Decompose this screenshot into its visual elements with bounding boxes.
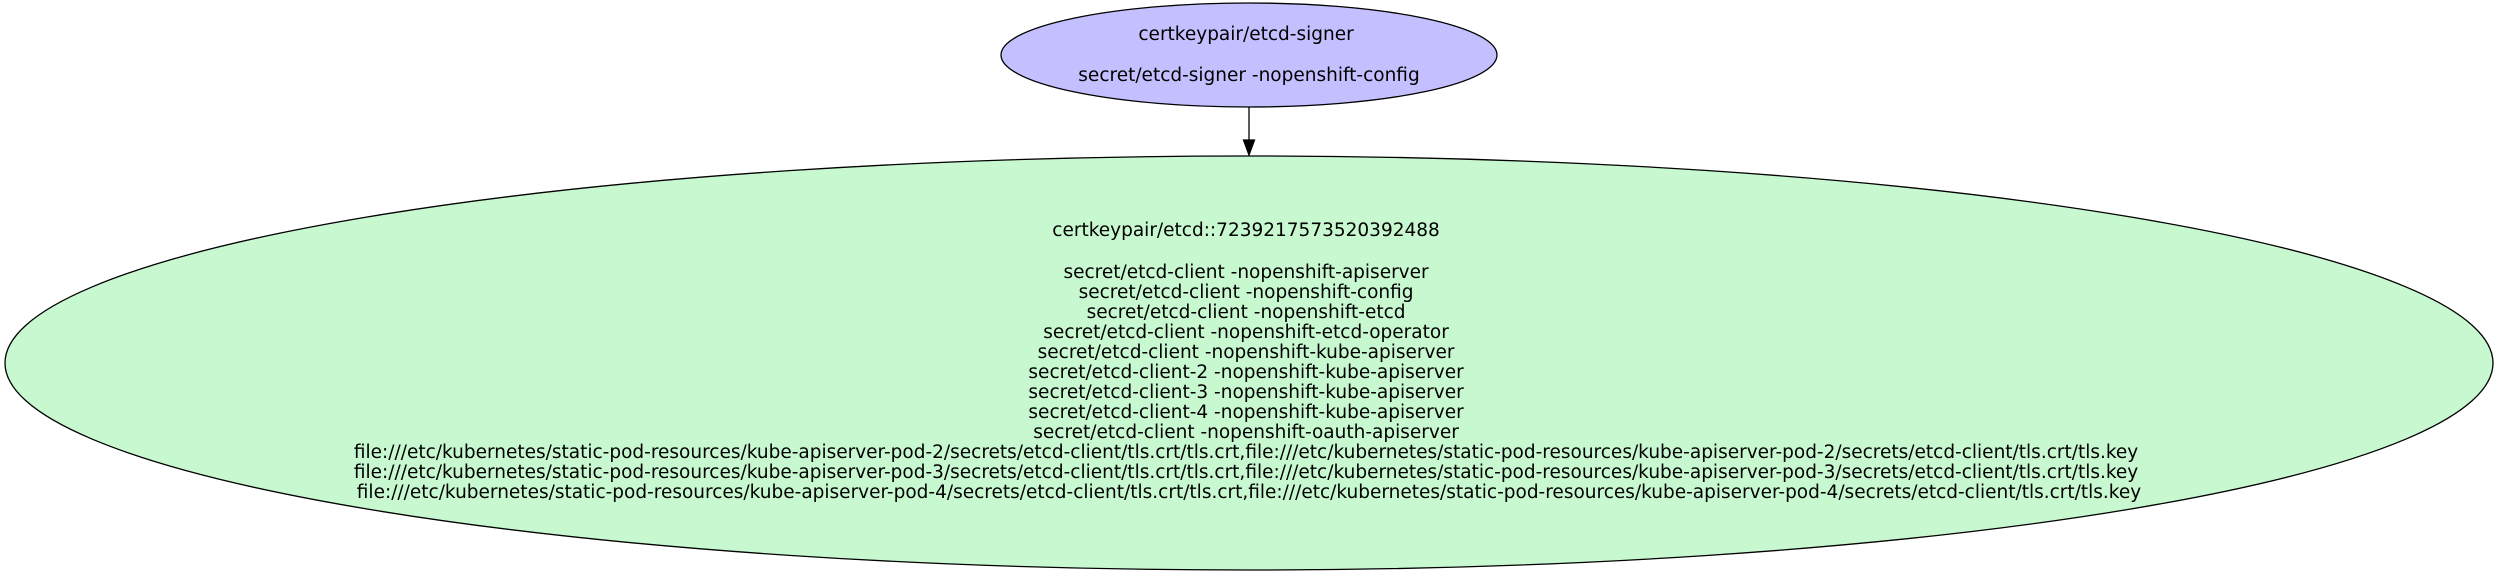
node-line: secret/etcd-client -nopenshift-oauth-api… [1033,422,1459,443]
node-line: secret/etcd-client-2 -nopenshift-kube-ap… [1028,362,1464,383]
node-line: certkeypair/etcd-signer [1138,24,1354,45]
node-line: secret/etcd-client-3 -nopenshift-kube-ap… [1028,382,1464,403]
node-etcd-signer[interactable]: certkeypair/etcd-signer secret/etcd-sign… [1000,2,1498,108]
node-line: file:///etc/kubernetes/static-pod-resour… [354,462,2138,483]
node-etcd-certkeypair-shape [4,155,2494,571]
node-line: file:///etc/kubernetes/static-pod-resour… [357,482,2141,503]
node-line: secret/etcd-client -nopenshift-etcd-oper… [1043,322,1449,343]
node-line: secret/etcd-client-4 -nopenshift-kube-ap… [1028,402,1464,423]
node-etcd-certkeypair[interactable]: certkeypair/etcd::7239217573520392488 se… [4,155,2494,571]
node-line: secret/etcd-client -nopenshift-kube-apis… [1038,342,1455,363]
node-line: secret/etcd-client -nopenshift-config [1079,282,1414,303]
edge-signer-to-cert [1242,107,1256,157]
node-line: file:///etc/kubernetes/static-pod-resour… [354,442,2138,463]
edge-arrowhead [1242,139,1256,157]
node-etcd-signer-label: certkeypair/etcd-signer secret/etcd-sign… [1078,24,1419,86]
node-line: secret/etcd-signer -nopenshift-config [1078,65,1419,86]
node-line: certkeypair/etcd::7239217573520392488 [1052,220,1440,241]
node-etcd-certkeypair-label: certkeypair/etcd::7239217573520392488 se… [354,220,2144,503]
node-line: secret/etcd-client -nopenshift-etcd [1087,302,1406,323]
node-line: secret/etcd-client -nopenshift-apiserver [1063,262,1429,283]
node-etcd-signer-shape [1000,2,1498,108]
